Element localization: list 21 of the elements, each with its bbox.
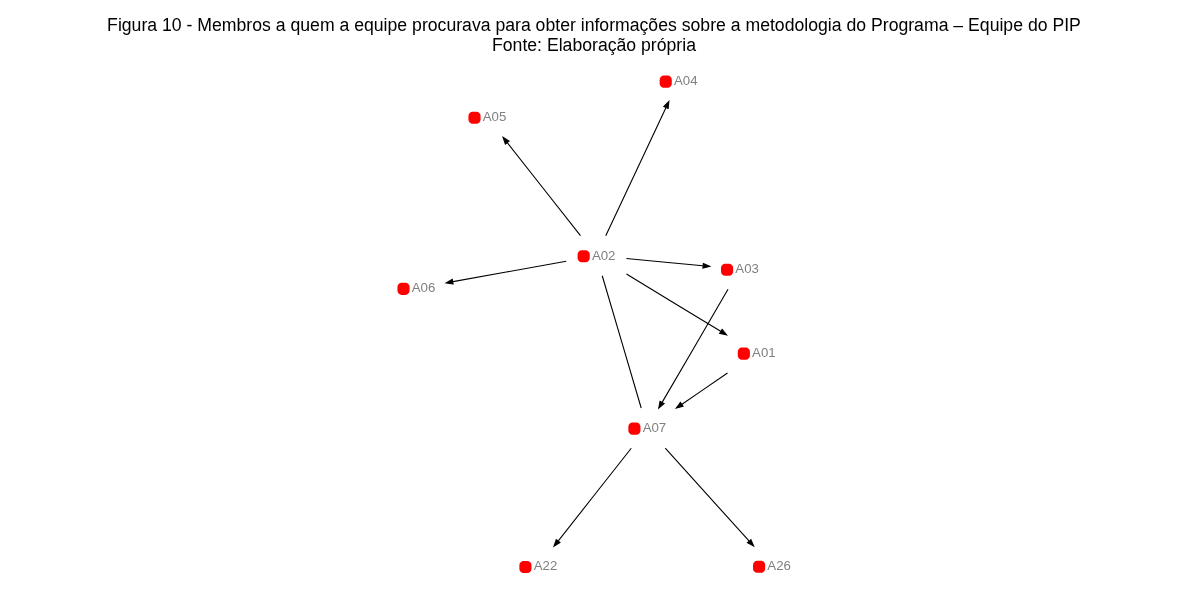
arrow <box>605 99 670 237</box>
arrow <box>502 136 582 237</box>
arrow <box>664 447 755 548</box>
node-label: A22 <box>533 558 558 574</box>
node-label: A06 <box>411 280 436 296</box>
diagram-title: Figura 10 - Membros a quem a equipe procurava para obter informações sobre a metodologia do Programa – Equipe do PIP <box>107 15 1081 36</box>
node-label: A03 <box>735 261 759 277</box>
connector <box>601 275 642 409</box>
arrow <box>657 288 729 410</box>
arrow <box>625 273 728 336</box>
arrow <box>625 258 712 269</box>
node-label: A01 <box>752 345 776 361</box>
node-label: A02 <box>591 247 616 263</box>
node-label: A05 <box>482 109 507 125</box>
node-label: A04 <box>673 73 698 89</box>
caption: Fonte: Elaboração própria <box>492 35 696 56</box>
arrow <box>552 447 632 548</box>
node-label: A26 <box>767 558 791 574</box>
node-label: A07 <box>642 420 667 436</box>
arrow <box>444 260 567 285</box>
arrow <box>674 372 729 410</box>
